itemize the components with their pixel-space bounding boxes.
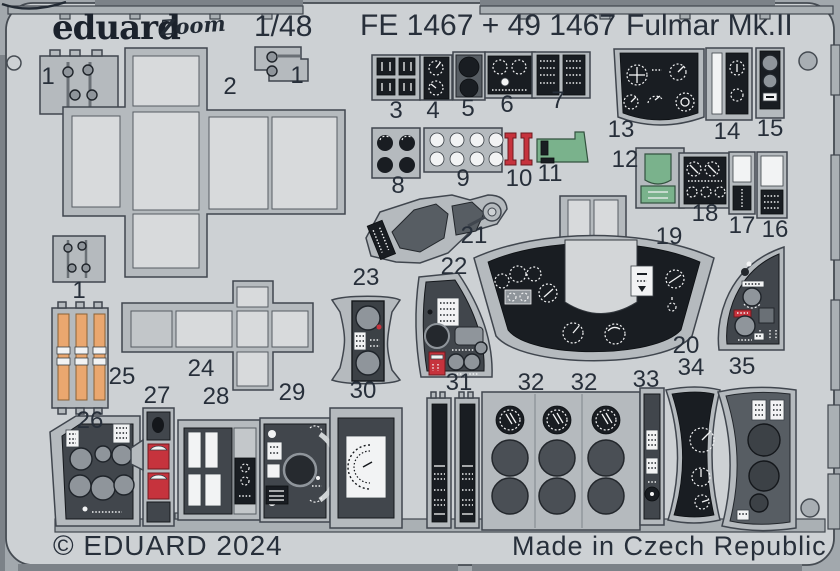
part-number-label: 33 [632, 366, 660, 393]
part-number-label: 1 [41, 63, 55, 90]
part-33-strip [639, 387, 665, 526]
part-number-label: 6 [500, 91, 514, 118]
tooling-hole [6, 55, 22, 71]
part-23-lamp-bracket [330, 295, 402, 385]
part-number-label: 1 [290, 62, 304, 89]
part-16-strip [756, 151, 788, 219]
part-number-label: 7 [551, 87, 565, 114]
part-24-blank-cross [121, 280, 314, 391]
part-number-label: 28 [202, 383, 230, 410]
origin-text: Made in Czech Republic [512, 531, 827, 561]
part-number-label: 26 [76, 407, 104, 434]
part-34-curved-panel [665, 386, 721, 524]
catalog-number-text: FE 1467 + 49 1467 [360, 9, 617, 42]
part-28-door-frames [177, 419, 261, 521]
part-number-label: 34 [677, 354, 705, 381]
part-number-label: 21 [460, 222, 488, 249]
part-2-armour-plate [62, 47, 346, 278]
part-number-label: 10 [505, 165, 533, 192]
part-22-side-panel [415, 272, 493, 378]
part-15-lamp-strip [755, 47, 785, 119]
part-number-label: 30 [349, 377, 377, 404]
part-19-main-panel [473, 195, 715, 362]
tooling-hole [800, 498, 820, 518]
part-number-label: 8 [391, 172, 405, 199]
part-number-label: 9 [456, 165, 470, 192]
part-6-dial-panel [484, 51, 536, 99]
part-32-gauge-columns [481, 391, 641, 531]
part-1-lower [52, 235, 106, 283]
part-number-label: 13 [607, 116, 635, 143]
part-13-instrument-panel [613, 48, 705, 126]
tooling-hole [798, 51, 818, 71]
part-number-label: 15 [756, 115, 784, 142]
part-number-label: 16 [761, 216, 789, 243]
part-7-placards [531, 51, 591, 99]
part-number-label: 24 [187, 355, 215, 382]
part-30-gauge-plate [329, 407, 403, 529]
part-number-label: 14 [713, 118, 741, 145]
part-35-curved-console [717, 386, 797, 532]
part-20-console [717, 245, 785, 351]
part-14-side-strips [705, 47, 753, 121]
part-number-label: 17 [728, 212, 756, 239]
part-number-label: 35 [728, 353, 756, 380]
part-4-clock-panel [419, 54, 453, 101]
part-number-label: 2 [223, 73, 237, 100]
subject-title: Fulmar Mk.II [626, 9, 793, 42]
part-number-label: 32 [517, 369, 545, 396]
part-number-label: 25 [108, 363, 136, 390]
part-1-hinges [39, 49, 119, 115]
part-27-pull-handles [130, 407, 175, 527]
part-3-switch-panels [371, 54, 421, 101]
part-11-green-wedge [536, 131, 589, 164]
zoom-series-logo: Zoom [159, 10, 227, 41]
part-5-grommets [452, 51, 486, 101]
part-number-label: 1 [72, 277, 86, 304]
part-10-red-clamps [504, 132, 533, 166]
part-number-label: 4 [426, 97, 440, 124]
part-number-label: 20 [672, 332, 700, 359]
part-number-label: 19 [655, 223, 683, 250]
part-29-throttle-panel [259, 417, 340, 523]
part-number-label: 31 [445, 369, 473, 396]
part-17-strip [728, 151, 756, 215]
zoom-logo-swoosh [1, 0, 67, 10]
scale-text: 1/48 [254, 10, 313, 43]
part-18-knob-panel [678, 152, 730, 209]
part-8-rosettes [371, 127, 421, 179]
part-31-console-strips [426, 391, 480, 529]
part-26-compass-panel [49, 415, 141, 527]
eduard-logo: eduard [52, 8, 181, 48]
part-number-label: 22 [440, 253, 468, 280]
part-1-small [254, 46, 309, 82]
part-number-label: 12 [611, 146, 639, 173]
scan-edges [0, 0, 802, 571]
copyright-text: © EDUARD 2024 [53, 530, 283, 561]
part-number-label: 3 [389, 97, 403, 124]
part-9-discs [423, 127, 504, 173]
part-number-label: 11 [537, 160, 563, 187]
part-number-label: 23 [352, 264, 380, 291]
part-number-label: 32 [570, 369, 598, 396]
part-number-label: 27 [143, 382, 171, 409]
part-12-green-boxes [635, 147, 685, 209]
part-25-seatbelts [51, 301, 109, 415]
part-21-bracket [365, 194, 508, 264]
part-number-label: 18 [691, 200, 719, 227]
part-number-label: 29 [278, 379, 306, 406]
part-number-label: 5 [461, 95, 475, 122]
